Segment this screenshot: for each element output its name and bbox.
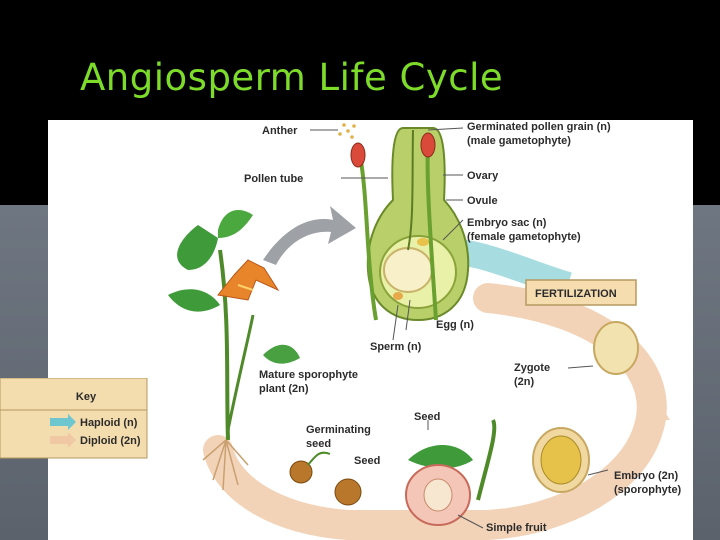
grey-arrow — [263, 206, 356, 265]
label-embryo-sac: Embryo sac (n) — [467, 217, 547, 229]
life-cycle-diagram: Anther Pollen tube Germinated pollen gra… — [168, 121, 682, 540]
mature-sporophyte-plant — [168, 210, 300, 491]
label-ovary: Ovary — [467, 170, 499, 182]
label-mature-sporophyte: Mature sporophyte — [259, 369, 358, 381]
germinating-seed-icon — [289, 460, 313, 484]
label-simple-fruit: Simple fruit — [486, 522, 547, 534]
label-egg: Egg (n) — [436, 319, 474, 331]
key-legend: Key Haploid (n) Diploid (2n) — [0, 378, 148, 459]
zygote-ovule — [593, 321, 639, 375]
slide-background-panel-left — [0, 205, 52, 540]
pollen-dots — [338, 123, 356, 139]
stamen-filament — [358, 154, 378, 321]
label-sperm: Sperm (n) — [370, 341, 422, 353]
label-male-gametophyte: (male gametophyte) — [467, 135, 571, 147]
label-germinating-seed-2: seed — [306, 438, 331, 450]
diploid-key-arrow — [50, 432, 76, 448]
label-ovule: Ovule — [467, 195, 498, 207]
label-germinating-seed: Germinating — [306, 424, 371, 436]
diploid-arrowhead — [636, 382, 670, 420]
label-zygote-ploidy: (2n) — [514, 376, 535, 388]
key-title: Key — [76, 391, 97, 403]
label-mature-sporophyte-2: plant (2n) — [259, 383, 309, 395]
key-haploid: Haploid (n) — [80, 417, 138, 429]
label-female-gametophyte: (female gametophyte) — [467, 231, 581, 243]
key-diploid: Diploid (2n) — [80, 435, 141, 447]
label-zygote: Zygote — [514, 362, 550, 374]
label-sporophyte: (sporophyte) — [614, 484, 682, 496]
slide-title: Angiosperm Life Cycle — [80, 56, 504, 99]
anther-right — [420, 132, 436, 158]
fertilization-label: FERTILIZATION — [535, 288, 617, 300]
label-seed-top: Seed — [414, 411, 440, 423]
simple-fruit — [405, 419, 497, 526]
germinating-seed-sprout — [307, 451, 331, 466]
label-germinated-pollen: Germinated pollen grain (n) — [467, 121, 611, 133]
haploid-key-arrow — [50, 414, 76, 430]
life-cycle-figure: Anther Pollen tube Germinated pollen gra… — [48, 120, 693, 540]
label-embryo: Embryo (2n) — [614, 470, 679, 482]
label-seed: Seed — [354, 455, 380, 467]
stamen-filament-2 — [425, 147, 438, 321]
pistil — [366, 127, 470, 322]
anther-left — [350, 142, 366, 168]
fertilization-box — [525, 279, 637, 306]
embryo-inner — [540, 435, 582, 485]
seed-icon — [334, 478, 362, 506]
leader-lines — [310, 127, 609, 529]
slide-background-panel-right — [692, 205, 720, 540]
label-anther: Anther — [262, 125, 298, 137]
label-pollen-tube: Pollen tube — [244, 173, 303, 185]
